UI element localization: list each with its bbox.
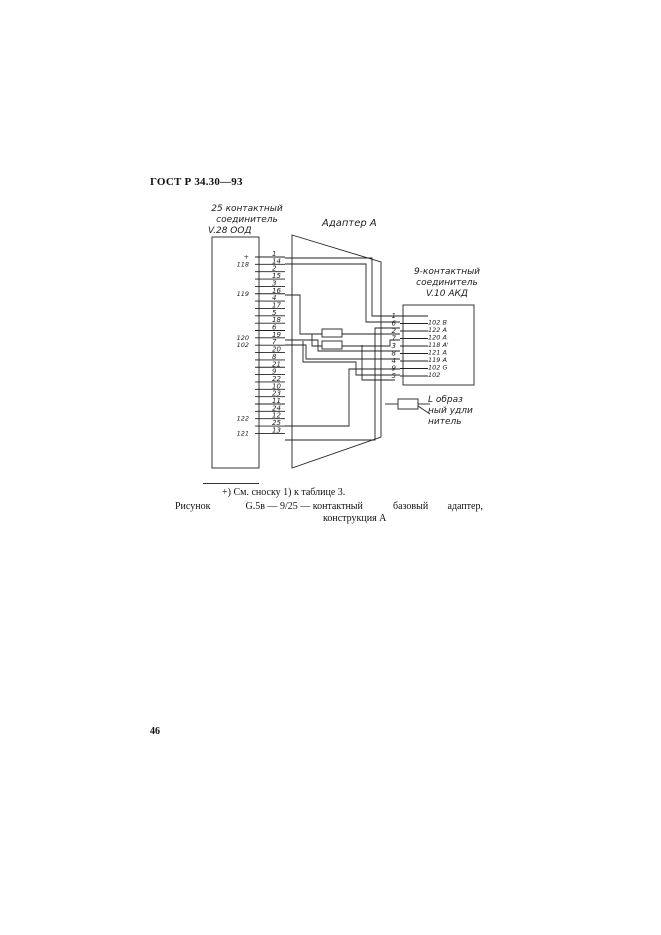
figure-caption-line2: конструкция А xyxy=(323,513,387,524)
l-extender-label: L образ ный удли нитель xyxy=(428,395,473,428)
right-pin-number: 2 xyxy=(392,327,397,335)
right-connector-label-line: V.10 АКД xyxy=(426,289,468,299)
right-pin-number: 4 xyxy=(392,357,396,365)
left-pin-signal: + xyxy=(244,253,249,261)
right-pin-number: 6 xyxy=(392,320,397,328)
l-extender-lead xyxy=(417,405,431,415)
left-connector-label-line: V.28 ООД xyxy=(208,226,252,236)
caption-number: G.5в — 9/25 — контактный xyxy=(245,501,363,512)
right-connector-label-line: соединитель xyxy=(416,278,478,288)
left-pin-number: 4 xyxy=(272,294,276,302)
right-pin-signal: 119 A xyxy=(428,356,447,364)
right-pin-number: 3 xyxy=(392,342,396,350)
left-pin-number: 12 xyxy=(272,412,281,420)
left-pin-number: 24 xyxy=(272,404,281,412)
right-pin-signal: 118 A' xyxy=(428,341,449,349)
left-pin-number: 23 xyxy=(272,390,281,398)
left-pin-number: 11 xyxy=(272,397,281,405)
right-pin-signal: 102 G xyxy=(428,364,448,372)
wire-13 xyxy=(285,327,400,441)
wire-7b xyxy=(302,341,400,376)
left-pin-number: 19 xyxy=(272,331,281,339)
right-connector-label-line: 9-контактный xyxy=(413,267,481,277)
footnote-rule xyxy=(203,483,259,484)
l-extender-box xyxy=(397,398,419,410)
wire-7 xyxy=(285,344,400,360)
left-pin-number: 2 xyxy=(272,265,277,273)
left-connector-label-line: 25 контактный xyxy=(211,204,283,214)
right-pin-signal: 102 B xyxy=(428,319,447,327)
caption-middle: базовый xyxy=(393,501,429,512)
l-extender-label-line: ный удли xyxy=(428,406,473,416)
left-pin-number: 5 xyxy=(272,309,277,317)
page-number: 46 xyxy=(150,726,160,737)
left-pin-signal: 121 xyxy=(237,429,249,437)
left-pin-signal: 102 xyxy=(237,341,249,349)
left-pin-number: 8 xyxy=(272,353,277,361)
left-pin-signal: 119 xyxy=(237,290,249,298)
resistor xyxy=(321,340,343,350)
figure-caption: Рисунок G.5в — 9/25 — контактный базовый… xyxy=(175,501,495,512)
left-pin-number: 9 xyxy=(272,368,277,376)
document-header: ГОСТ Р 34.30—93 xyxy=(150,176,243,188)
left-pin-number: 1 xyxy=(272,250,276,258)
resistor xyxy=(321,328,343,338)
left-pin-number: 21 xyxy=(272,360,281,368)
left-pin-number: 22 xyxy=(272,375,281,383)
left-pin-number: 15 xyxy=(272,272,281,280)
right-pin-number: 9 xyxy=(392,365,397,373)
left-pin-number: 14 xyxy=(272,257,281,265)
wire-19 xyxy=(285,339,400,352)
left-pin-number: 25 xyxy=(272,419,281,427)
wire-14 xyxy=(285,263,400,323)
adapter-outline xyxy=(291,234,382,469)
right-connector-body xyxy=(402,304,475,386)
left-pin-signal: 120 xyxy=(237,334,249,342)
right-connector-label: 9-контактный соединитель V.10 АКД xyxy=(402,267,492,300)
right-pin-number: 8 xyxy=(392,350,397,358)
left-pin-number: 18 xyxy=(272,316,281,324)
caption-end: адаптер, xyxy=(447,501,484,512)
wire-cross-a xyxy=(300,333,400,347)
right-pin-signal: 102 xyxy=(428,371,440,379)
adapter-label: Адаптер А xyxy=(322,218,377,229)
left-pin-number: 20 xyxy=(272,346,281,354)
left-pin-number: 13 xyxy=(272,426,281,434)
right-pin-number: 5 xyxy=(392,372,397,380)
l-extender-label-line: L образ xyxy=(428,395,463,405)
right-pin-number: 1 xyxy=(392,312,396,320)
left-pin-signal: 118 xyxy=(237,260,249,268)
wire-16 xyxy=(285,294,400,335)
left-pin-number: 6 xyxy=(272,324,277,332)
left-pin-number: 3 xyxy=(272,279,276,287)
left-pin-number: 16 xyxy=(272,287,281,295)
wire-12 xyxy=(285,368,400,427)
right-pin-number: 7 xyxy=(392,335,397,343)
footnote: +) См. сноску 1) к таблице 3. xyxy=(222,487,346,498)
left-connector-label-line: соединитель xyxy=(216,215,278,225)
right-pin-signal: 120 A xyxy=(428,334,447,342)
right-pin-signal: 121 A xyxy=(428,349,447,357)
wire-ground xyxy=(361,345,395,381)
left-pin-number: 17 xyxy=(272,301,281,309)
left-pin-signal: 122 xyxy=(237,415,249,423)
left-connector-body xyxy=(211,236,260,469)
caption-prefix: Рисунок xyxy=(175,501,211,512)
l-extender-label-line: нитель xyxy=(428,417,462,427)
right-pin-signal: 122 A xyxy=(428,326,447,334)
left-pin-number: 7 xyxy=(272,338,277,346)
left-pin-number: 10 xyxy=(272,382,281,390)
left-connector-label: 25 контактный соединитель V.28 ООД xyxy=(202,204,292,237)
wire-1-to-1 xyxy=(285,257,400,317)
